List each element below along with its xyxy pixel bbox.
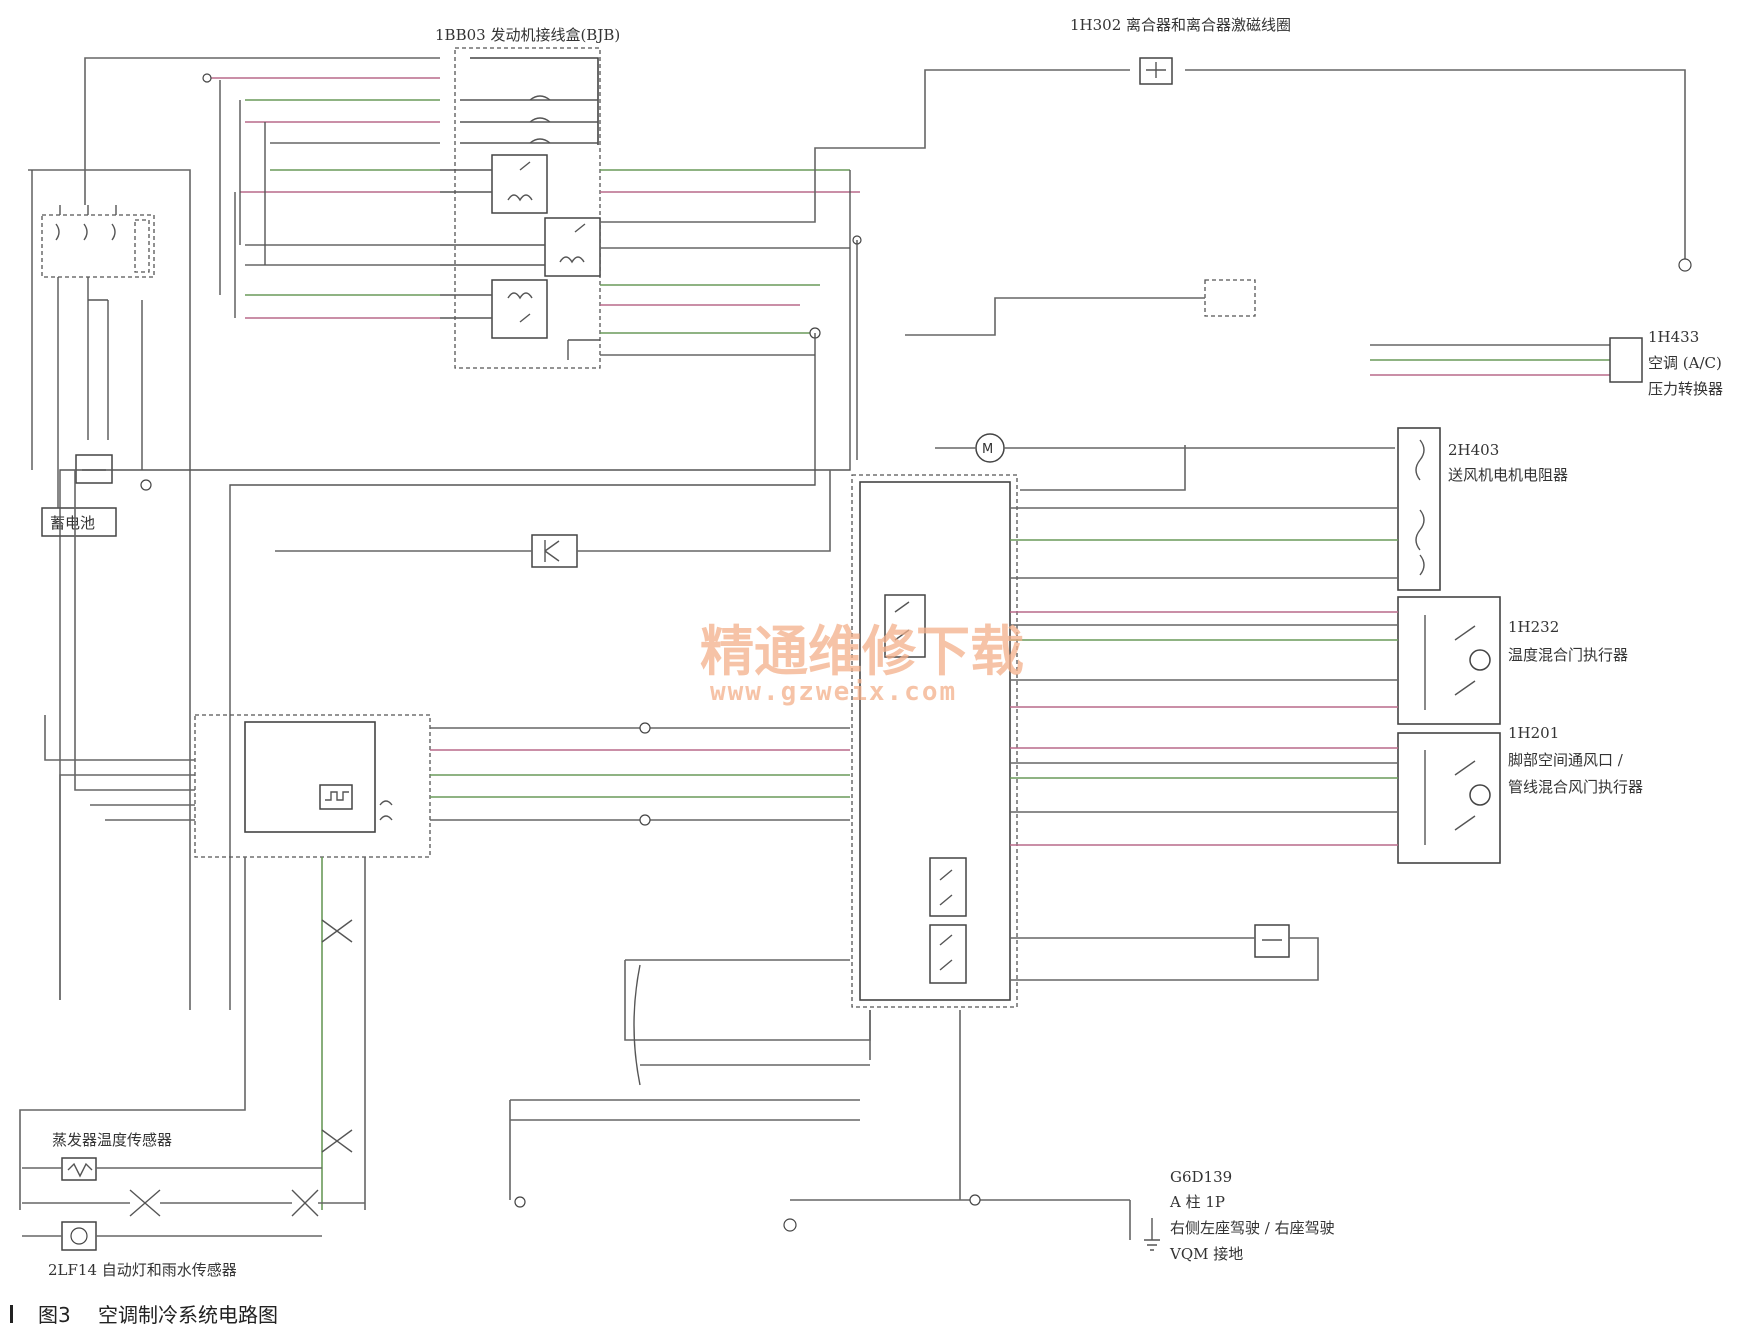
- ground-code: G6D139: [1170, 1168, 1232, 1186]
- relay-small-left: [75, 454, 113, 484]
- ac-pressure-switch: [1609, 337, 1643, 383]
- ground-line-2: 右侧左座驾驶 / 右座驾驶: [1170, 1219, 1335, 1237]
- temp-name: 温度混合门执行器: [1508, 646, 1628, 664]
- ac-switch-name-1: 空调 (A/C): [1648, 354, 1722, 372]
- diode-module: [531, 534, 578, 568]
- evap-sensor-label: 蒸发器温度传感器: [52, 1131, 172, 1149]
- battery-fuse-block: [41, 205, 155, 278]
- climate-control-module: [851, 474, 1018, 1008]
- battery-label: 蓄电池: [50, 514, 95, 532]
- watermark-title: 精通维修下载: [700, 620, 1024, 683]
- caption-title: 空调制冷系统电路图: [98, 1303, 278, 1327]
- bjb-box: [454, 47, 601, 369]
- ac-switch-code: 1H433: [1648, 328, 1699, 346]
- evap-sensor: [61, 1157, 97, 1181]
- module-switches: [884, 594, 967, 984]
- ac-switch-name-2: 压力转换器: [1648, 380, 1723, 398]
- temp-blend-actuator: [1397, 596, 1501, 725]
- small-module-top: [1204, 279, 1256, 317]
- clutch-coil: [1139, 57, 1173, 85]
- svg-text:M: M: [982, 442, 993, 457]
- clutch-ground: [1678, 258, 1692, 272]
- resistor-code: 2H403: [1448, 441, 1499, 459]
- caption-bar: [10, 1305, 13, 1323]
- watermark-url: www.gzweix.com: [710, 677, 957, 707]
- foot-code: 1H201: [1508, 724, 1559, 742]
- bjb-fuses: [460, 57, 599, 145]
- resistor-name: 送风机电机电阻器: [1448, 466, 1568, 484]
- ground-line-3: VQM 接地: [1169, 1245, 1243, 1263]
- recirc-actuator: [1254, 924, 1290, 958]
- ground-line-1: A 柱 1P: [1169, 1193, 1225, 1211]
- battery: [41, 507, 117, 537]
- bjb-relays: [491, 154, 601, 339]
- clutch-label: 1H302 离合器和离合器激磁线圈: [1070, 16, 1291, 34]
- foot-name-2: 管线混合风门执行器: [1508, 778, 1643, 796]
- blower-resistor: [1397, 427, 1441, 591]
- foot-name-1: 脚部空间通风口 /: [1508, 751, 1624, 769]
- bjb-label: 1BB03 发动机接线盒(BJB): [435, 26, 620, 44]
- temp-code: 1H232: [1508, 618, 1559, 636]
- foot-vent-actuator: [1397, 732, 1501, 864]
- caption-number: 图3: [38, 1303, 71, 1327]
- ac-control-module: [194, 714, 431, 858]
- rain-sensor-label: 2LF14 自动灯和雨水传感器: [48, 1261, 237, 1279]
